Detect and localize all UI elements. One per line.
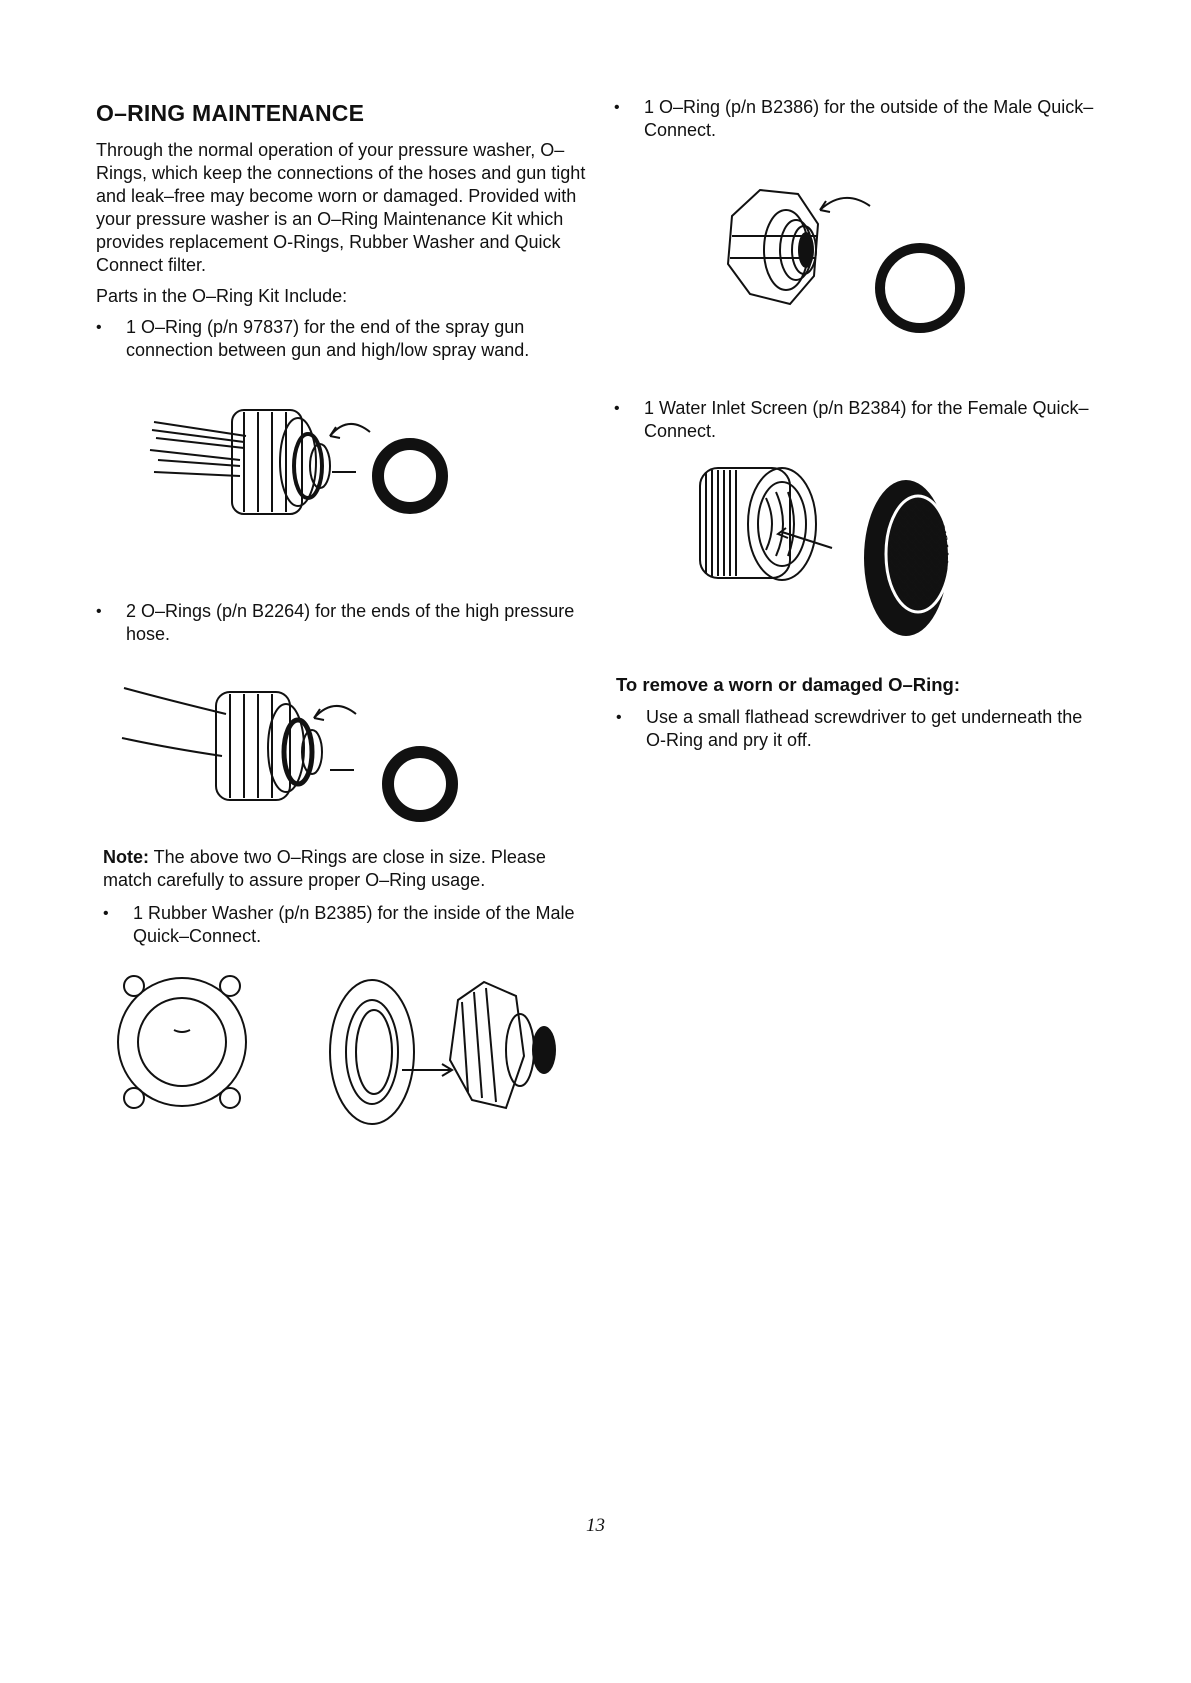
note-block: Note: The above two O–Rings are close in… <box>103 846 593 948</box>
figure-rubber-washer <box>112 960 572 1140</box>
hose-connector-illustration <box>121 687 458 822</box>
gun-oring-icon <box>372 438 448 514</box>
intro-paragraph: Through the normal operation of your pre… <box>96 140 586 275</box>
male-connect-illustration <box>726 188 965 333</box>
section-title: O–RING MAINTENANCE <box>96 100 365 126</box>
figure-gun-oring <box>148 400 488 540</box>
note-paragraph: Note: The above two O–Rings are close in… <box>103 846 593 892</box>
male-oring-icon <box>875 243 965 333</box>
figure-male-quick-connect <box>720 176 980 356</box>
hose-bullet-block: 2 O–Rings (p/n B2264) for the ends of th… <box>96 600 586 646</box>
bullet-male-oring: 1 O–Ring (p/n B2386) for the outside of … <box>614 96 1094 142</box>
washer-end-icon <box>532 1026 556 1074</box>
bullet-hose-orings: 2 O–Rings (p/n B2264) for the ends of th… <box>96 600 586 646</box>
hose-oring-icon <box>382 746 458 822</box>
parts-intro: Parts in the O–Ring Kit Include: <box>96 286 348 306</box>
male-connect-end <box>798 232 814 268</box>
screen-bullet-block: 1 Water Inlet Screen (p/n B2384) for the… <box>614 397 1094 443</box>
screen-mesh-icon <box>884 494 952 614</box>
rubber-washer-illustration <box>117 975 556 1125</box>
note-label: Note: <box>103 847 149 867</box>
inlet-screen-illustration <box>699 467 952 636</box>
gun-connector-illustration <box>149 409 448 515</box>
figure-inlet-screen <box>692 458 1012 658</box>
remove-step: Use a small flathead screwdriver to get … <box>616 706 1106 752</box>
left-column: O–RING MAINTENANCE Through the normal op… <box>96 96 586 362</box>
note-text: The above two O–Rings are close in size.… <box>103 847 546 890</box>
bullet-inlet-screen: 1 Water Inlet Screen (p/n B2384) for the… <box>614 397 1094 443</box>
remove-heading: To remove a worn or damaged O–Ring: <box>616 674 961 695</box>
right-column-top: 1 O–Ring (p/n B2386) for the outside of … <box>614 96 1094 142</box>
page-number: 13 <box>586 1515 605 1536</box>
bullet-gun-oring: 1 O–Ring (p/n 97837) for the end of the … <box>96 316 586 362</box>
bullet-rubber-washer: 1 Rubber Washer (p/n B2385) for the insi… <box>103 902 593 948</box>
figure-hose-oring <box>118 678 498 838</box>
remove-block: To remove a worn or damaged O–Ring: Use … <box>616 674 1106 752</box>
